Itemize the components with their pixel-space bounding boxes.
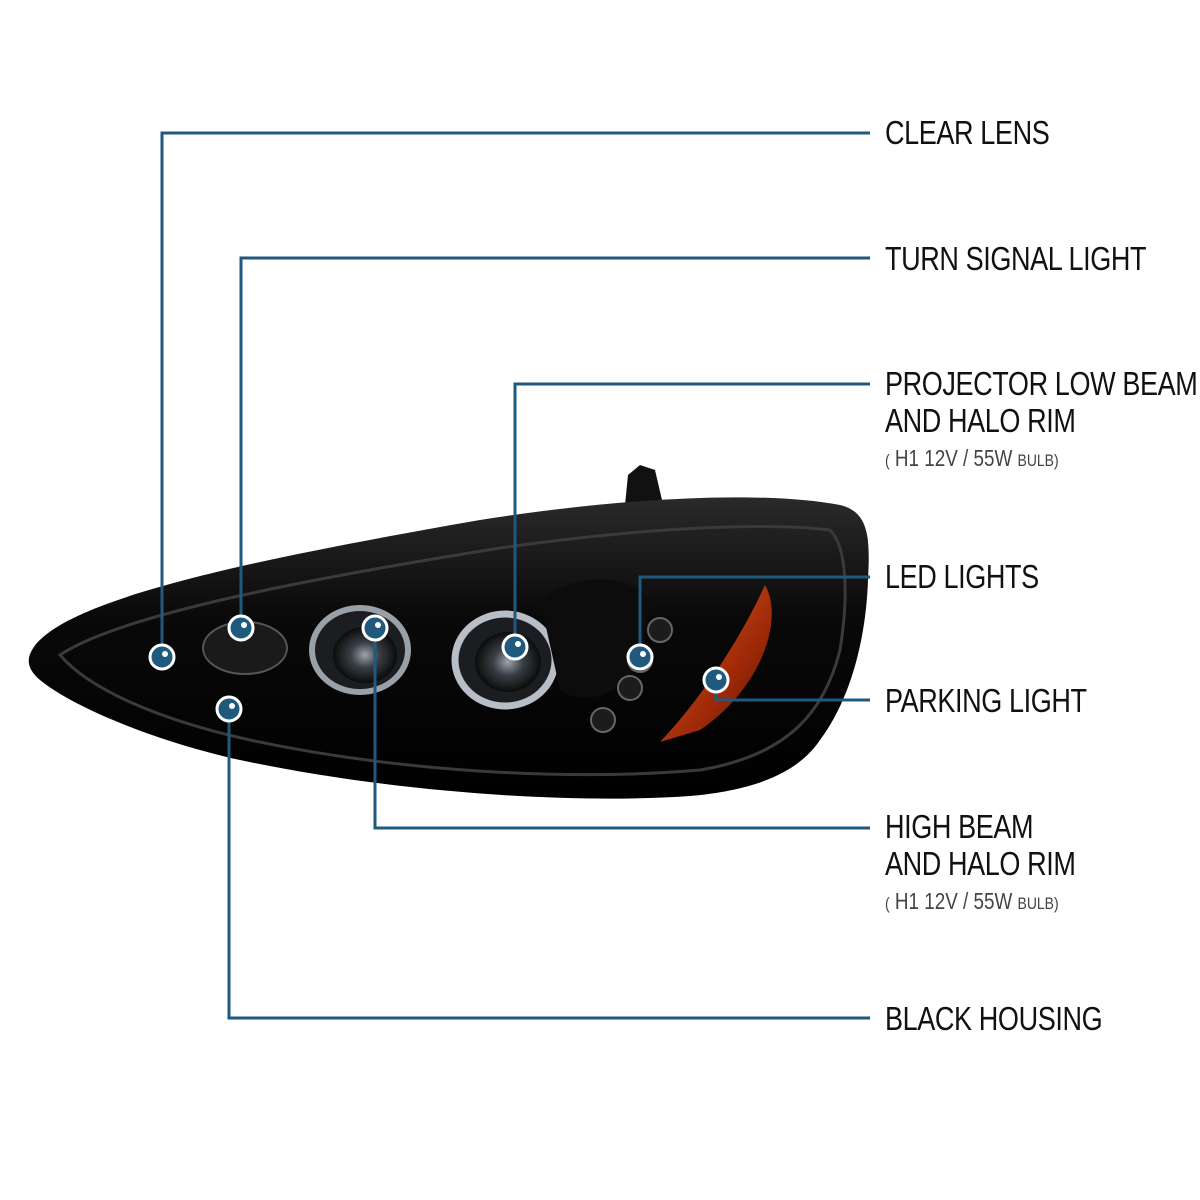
label-high-beam-line2: AND HALO RIM <box>885 845 1076 882</box>
callout-dots <box>148 614 730 723</box>
spec-rating: 12V / 55W <box>924 888 1013 914</box>
dot-turn-signal <box>227 614 255 642</box>
led-3 <box>617 675 643 701</box>
label-turn-signal-light: TURN SIGNAL LIGHT <box>885 240 1147 277</box>
dot-high-beam <box>361 614 389 642</box>
leader-lines <box>160 131 870 1020</box>
led-1 <box>647 617 673 643</box>
spec-close: ) <box>1053 451 1059 470</box>
led-4 <box>590 707 616 733</box>
label-projector-low-beam-spec: ( H1 12V / 55W BULB) <box>885 445 1059 474</box>
dot-led-lights <box>626 643 654 671</box>
dot-parking-light <box>702 666 730 694</box>
spec-close: ) <box>1053 894 1059 913</box>
label-projector-low-beam-line1: PROJECTOR LOW BEAM <box>885 365 1198 402</box>
leader-low-beam <box>513 382 870 647</box>
spec-word: BULB <box>1017 451 1054 470</box>
amber-lens <box>660 585 772 742</box>
spec-bulb: H1 <box>894 445 920 471</box>
leader-black-housing <box>227 709 870 1020</box>
label-high-beam-line1: HIGH BEAM <box>885 808 1034 845</box>
spec-bulb: H1 <box>894 888 920 914</box>
label-black-housing: BLACK HOUSING <box>885 1000 1103 1037</box>
high-beam-lens <box>333 627 397 683</box>
label-parking-light: PARKING LIGHT <box>885 682 1087 719</box>
housing-outer <box>28 497 869 799</box>
headlight-image <box>28 465 869 799</box>
label-clear-lens: CLEAR LENS <box>885 114 1050 151</box>
dot-low-beam <box>501 633 529 661</box>
mounting-stud <box>625 465 662 505</box>
spec-open: ( <box>885 894 890 913</box>
leader-high-beam <box>373 628 870 830</box>
spec-word: BULB <box>1017 894 1054 913</box>
spec-open: ( <box>885 451 890 470</box>
leader-led-lights <box>638 575 870 657</box>
leader-clear-lens <box>160 131 870 657</box>
dot-black-housing <box>215 695 243 723</box>
housing-rim <box>57 525 847 777</box>
spec-rating: 12V / 55W <box>924 445 1013 471</box>
leader-turn-signal <box>239 256 870 628</box>
label-projector-low-beam-line2: AND HALO RIM <box>885 402 1076 439</box>
label-led-lights: LED LIGHTS <box>885 558 1039 595</box>
projector-shroud <box>540 579 650 698</box>
dot-clear-lens <box>148 643 176 671</box>
label-high-beam-spec: ( H1 12V / 55W BULB) <box>885 888 1059 917</box>
